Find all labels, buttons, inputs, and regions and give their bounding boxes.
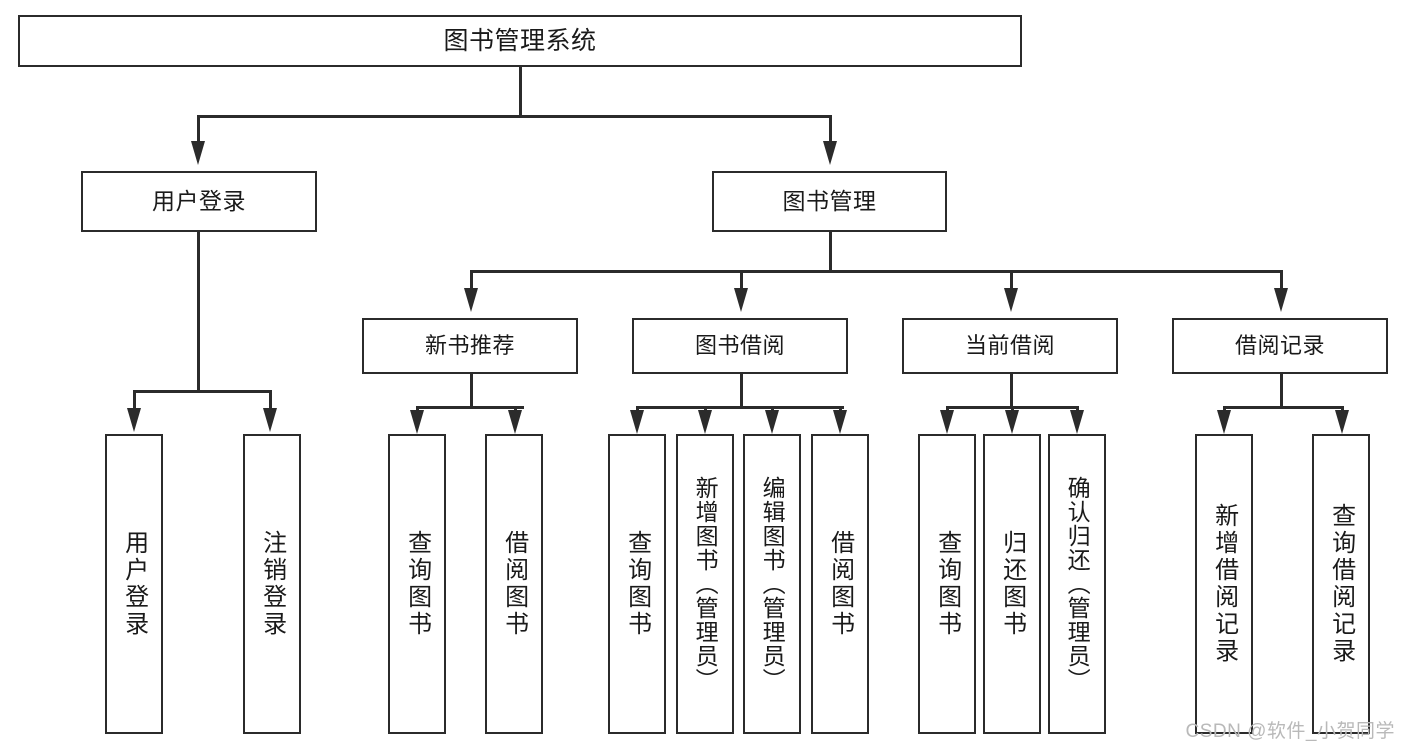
connector-user-login-stem bbox=[197, 232, 200, 392]
connector-book-borrow-to-leaf-2 bbox=[704, 406, 707, 412]
node-borrow-record[interactable]: 借阅记录 bbox=[1172, 318, 1388, 374]
node-label: 新增图书（管理员） bbox=[692, 476, 719, 692]
node-label: 确认归还（管理员） bbox=[1064, 476, 1091, 692]
connector-user-login-to-leaf-2 bbox=[269, 390, 272, 408]
connector-book-borrow-bar bbox=[636, 406, 844, 409]
connector-new-book-stem bbox=[470, 374, 473, 408]
connector-new-book-bar bbox=[416, 406, 524, 409]
node-book-management[interactable]: 图书管理 bbox=[712, 171, 947, 232]
connector-borrow-record-bar bbox=[1223, 406, 1341, 409]
arrow-current-borrow-to-leaf-1 bbox=[940, 410, 954, 434]
leaf-user-login-login[interactable]: 用户登录 bbox=[105, 434, 163, 734]
leaf-borrow-record-add-record[interactable]: 新增借阅记录 bbox=[1195, 434, 1253, 734]
connector-root-bar bbox=[197, 115, 831, 118]
connector-current-borrow-stem bbox=[1010, 374, 1013, 408]
arrow-to-new-book bbox=[464, 288, 478, 312]
leaf-current-borrow-confirm-return-admin[interactable]: 确认归还（管理员） bbox=[1048, 434, 1106, 734]
node-label: 图书借阅 bbox=[694, 333, 785, 359]
arrow-new-book-to-leaf-1 bbox=[410, 410, 424, 434]
connector-to-new-book bbox=[470, 270, 473, 288]
leaf-current-borrow-return-book[interactable]: 归还图书 bbox=[983, 434, 1041, 734]
node-label: 用户登录 bbox=[120, 530, 148, 638]
arrow-book-borrow-to-leaf-3 bbox=[765, 410, 779, 434]
arrow-to-current-borrow bbox=[1004, 288, 1018, 312]
connector-level3-bar bbox=[470, 270, 1280, 273]
csdn-watermark: CSDN @软件_小贺同学 bbox=[1185, 721, 1395, 742]
arrow-root-to-user-login bbox=[191, 141, 205, 165]
connector-current-borrow-to-leaf-1 bbox=[946, 406, 949, 412]
connector-user-login-to-leaf-1 bbox=[133, 390, 136, 408]
node-new-book-recommend[interactable]: 新书推荐 bbox=[362, 318, 578, 374]
connector-new-book-to-leaf-2 bbox=[514, 406, 517, 412]
node-label: 归还图书 bbox=[998, 530, 1026, 638]
connector-root-to-book-management bbox=[829, 115, 832, 141]
node-current-borrow[interactable]: 当前借阅 bbox=[902, 318, 1118, 374]
connector-to-current-borrow bbox=[1010, 270, 1013, 288]
arrow-borrow-record-to-leaf-2 bbox=[1335, 410, 1349, 434]
leaf-current-borrow-query-book[interactable]: 查询图书 bbox=[918, 434, 976, 734]
connector-book-borrow-to-leaf-4 bbox=[839, 406, 842, 412]
node-label: 新书推荐 bbox=[424, 333, 515, 359]
leaf-book-borrow-query-book[interactable]: 查询图书 bbox=[608, 434, 666, 734]
connector-to-borrow-record bbox=[1280, 270, 1283, 288]
leaf-book-borrow-borrow-book[interactable]: 借阅图书 bbox=[811, 434, 869, 734]
arrow-book-borrow-to-leaf-2 bbox=[698, 410, 712, 434]
node-label: 查询借阅记录 bbox=[1327, 503, 1355, 665]
node-label: 查询图书 bbox=[403, 530, 431, 638]
node-label: 借阅记录 bbox=[1234, 333, 1325, 359]
connector-book-borrow-stem bbox=[740, 374, 743, 408]
connector-root-to-user-login bbox=[197, 115, 200, 141]
arrow-current-borrow-to-leaf-3 bbox=[1070, 410, 1084, 434]
node-user-login[interactable]: 用户登录 bbox=[81, 171, 317, 232]
arrow-book-borrow-to-leaf-4 bbox=[833, 410, 847, 434]
leaf-book-borrow-add-book-admin[interactable]: 新增图书（管理员） bbox=[676, 434, 734, 734]
node-label: 新增借阅记录 bbox=[1210, 503, 1238, 665]
connector-book-management-stem bbox=[829, 232, 832, 270]
node-label: 借阅图书 bbox=[500, 530, 528, 638]
arrow-to-book-borrow bbox=[734, 288, 748, 312]
leaf-book-borrow-edit-book-admin[interactable]: 编辑图书（管理员） bbox=[743, 434, 801, 734]
connector-borrow-record-to-leaf-2 bbox=[1341, 406, 1344, 412]
node-label: 借阅图书 bbox=[826, 530, 854, 638]
node-label: 图书管理系统 bbox=[443, 26, 597, 55]
connector-book-borrow-to-leaf-3 bbox=[771, 406, 774, 412]
leaf-new-book-borrow-book[interactable]: 借阅图书 bbox=[485, 434, 543, 734]
connector-book-borrow-to-leaf-1 bbox=[636, 406, 639, 412]
connector-user-login-bar bbox=[133, 390, 271, 393]
node-label: 图书管理 bbox=[782, 188, 877, 215]
connector-current-borrow-to-leaf-3 bbox=[1076, 406, 1079, 412]
connector-new-book-to-leaf-1 bbox=[416, 406, 419, 412]
connector-to-book-borrow bbox=[740, 270, 743, 288]
connector-borrow-record-to-leaf-1 bbox=[1223, 406, 1226, 412]
node-label: 查询图书 bbox=[933, 530, 961, 638]
arrow-book-borrow-to-leaf-1 bbox=[630, 410, 644, 434]
node-label: 注销登录 bbox=[258, 530, 286, 638]
arrow-borrow-record-to-leaf-1 bbox=[1217, 410, 1231, 434]
node-label: 查询图书 bbox=[623, 530, 651, 638]
node-book-borrow[interactable]: 图书借阅 bbox=[632, 318, 848, 374]
node-label: 用户登录 bbox=[152, 188, 246, 215]
leaf-borrow-record-query-record[interactable]: 查询借阅记录 bbox=[1312, 434, 1370, 734]
arrow-to-borrow-record bbox=[1274, 288, 1288, 312]
connector-root-stem bbox=[519, 67, 522, 115]
connector-current-borrow-to-leaf-2 bbox=[1011, 406, 1014, 412]
node-label: 当前借阅 bbox=[964, 333, 1055, 359]
arrow-root-to-book-management bbox=[823, 141, 837, 165]
leaf-user-login-logout[interactable]: 注销登录 bbox=[243, 434, 301, 734]
arrow-current-borrow-to-leaf-2 bbox=[1005, 410, 1019, 434]
arrow-user-login-to-leaf-1 bbox=[127, 408, 141, 432]
leaf-new-book-query-book[interactable]: 查询图书 bbox=[388, 434, 446, 734]
node-label: 编辑图书（管理员） bbox=[759, 476, 786, 692]
node-root-book-management-system[interactable]: 图书管理系统 bbox=[18, 15, 1022, 67]
arrow-new-book-to-leaf-2 bbox=[508, 410, 522, 434]
connector-borrow-record-stem bbox=[1280, 374, 1283, 408]
arrow-user-login-to-leaf-2 bbox=[263, 408, 277, 432]
